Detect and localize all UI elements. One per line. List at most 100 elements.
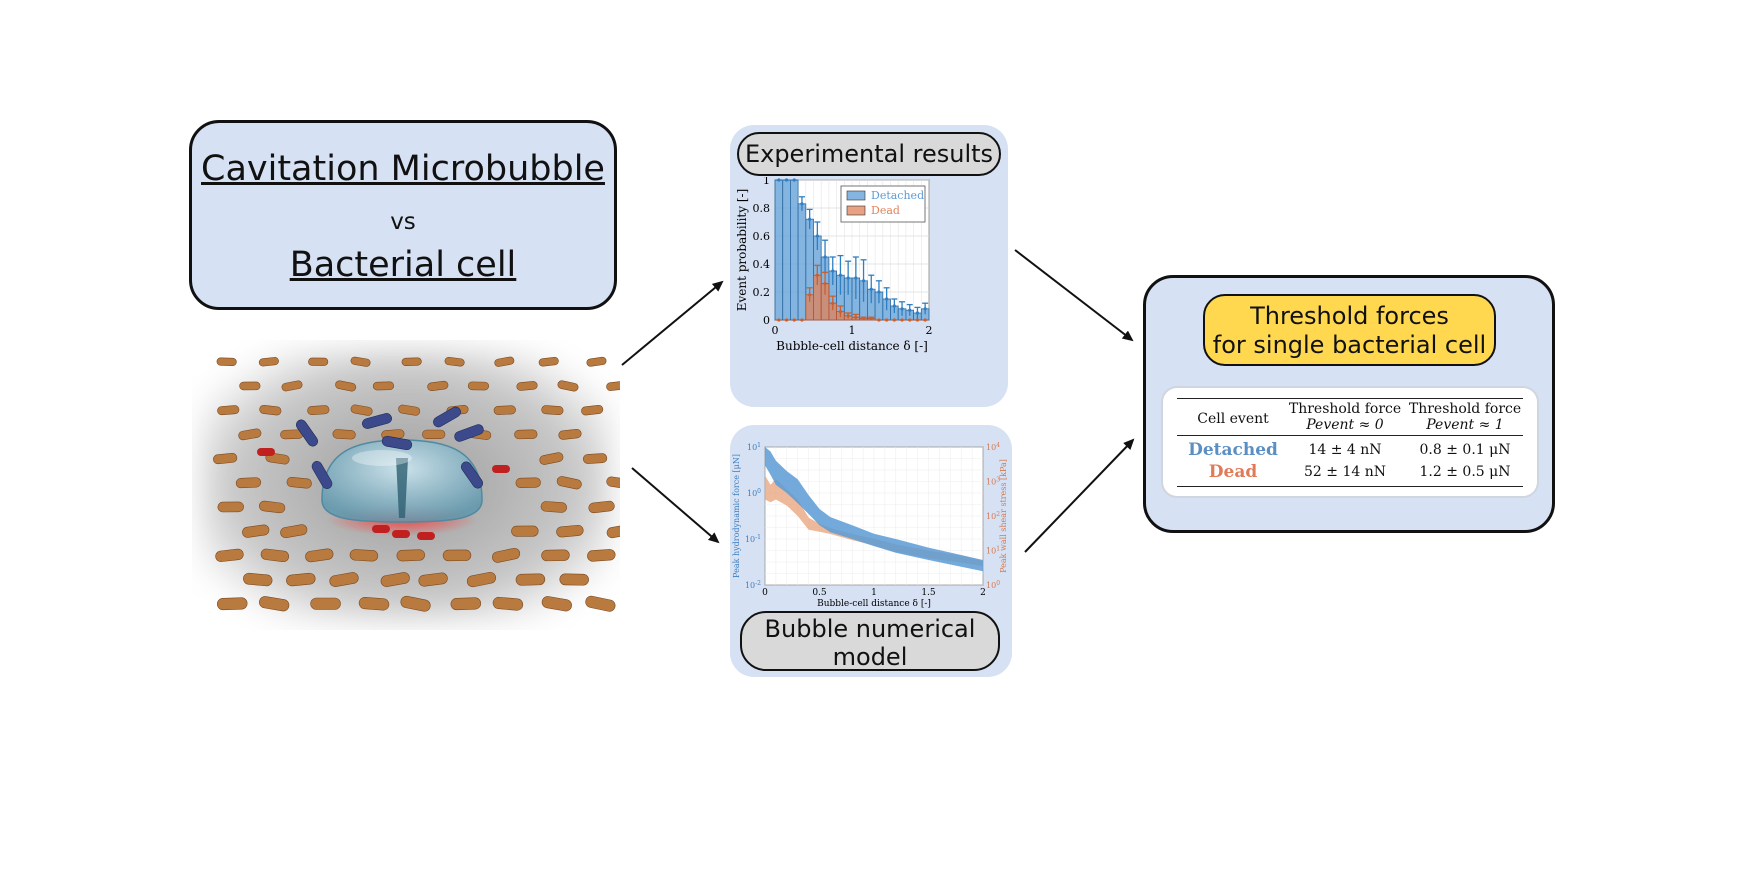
row-detached-p0: 14 ± 4 nN <box>1308 442 1382 458</box>
bacterium <box>349 549 379 562</box>
legend-swatch-dead <box>846 205 866 216</box>
bacterium <box>213 452 238 465</box>
y-right-tick-label: 101 <box>986 546 1000 556</box>
bacterium <box>467 381 490 391</box>
arrow-exp-to-results <box>1014 249 1134 342</box>
bubble-cell-illustration <box>200 348 620 622</box>
y-right-tick-label: 104 <box>986 442 1000 452</box>
bacterium <box>606 476 620 489</box>
bacterium <box>556 476 582 490</box>
title-box: Cavitation Microbubble vs Bacterial cell <box>189 120 617 310</box>
results-title-line1: Threshold forces <box>1250 302 1449 330</box>
data-point-detached <box>784 178 789 182</box>
bacterium <box>556 524 584 538</box>
numerical-label-text: Bubble numerical model <box>764 615 976 671</box>
x-tick-label: 1 <box>871 588 877 598</box>
table-rule-mid <box>1177 435 1523 436</box>
bacterium <box>492 596 524 611</box>
attached-bacteria <box>257 406 510 540</box>
bacterium <box>514 429 538 440</box>
data-point-detached <box>815 234 819 238</box>
data-point-dead <box>846 314 850 318</box>
data-point-dead <box>784 318 789 322</box>
data-point-dead <box>815 273 819 277</box>
data-point-dead <box>908 318 912 322</box>
row-detached-event: Detached <box>1188 440 1278 460</box>
data-point-dead <box>777 318 781 322</box>
bacterium <box>259 404 282 416</box>
bacterium <box>350 356 371 367</box>
data-point-dead <box>861 317 866 321</box>
x-tick-label: 1.5 <box>921 588 936 598</box>
bacterium <box>308 357 329 366</box>
bacterium <box>216 597 248 611</box>
bar-detached <box>782 179 791 321</box>
y-right-tick-exponent: 3 <box>996 477 1000 484</box>
y-tick-label: 1 <box>763 177 770 187</box>
row-dead-p0: 52 ± 14 nN <box>1304 464 1386 480</box>
bacterium <box>280 524 308 539</box>
data-point-detached <box>777 178 781 182</box>
x-axis-label: Bubble-cell distance δ [-] <box>817 599 931 609</box>
bacterium <box>398 404 421 416</box>
data-point-detached <box>846 276 850 280</box>
y-left-tick-label: 101 <box>747 442 761 452</box>
y-right-tick-label: 103 <box>986 477 1000 487</box>
legend-swatch-detached <box>846 190 866 201</box>
data-point-detached <box>923 307 927 311</box>
bacterium <box>493 405 516 415</box>
bacterium <box>559 573 589 586</box>
arrow-num-to-results <box>1024 438 1135 553</box>
data-point-dead <box>800 318 804 322</box>
data-point-dead <box>838 310 843 314</box>
title-line1: Cavitation Microbubble <box>201 149 605 189</box>
bacterium <box>259 596 290 612</box>
bacterium <box>606 380 620 391</box>
bubble-highlight <box>352 450 412 466</box>
numerical-label: Bubble numerical model <box>740 611 1000 671</box>
bacterium <box>444 356 465 367</box>
bacterium <box>259 500 286 514</box>
y-left-axis-label: Peak hydrodynamic force [μN] <box>732 454 741 578</box>
bacterium <box>587 549 616 562</box>
results-title: Threshold forces for single bacterial ce… <box>1203 294 1496 366</box>
bacterium <box>216 357 237 366</box>
attached-bacterium <box>454 424 484 442</box>
bar-detached <box>797 203 807 321</box>
y-left-tick-exponent: 1 <box>757 442 761 449</box>
bacterium <box>307 405 330 416</box>
y-left-tick-exponent: -2 <box>755 580 761 587</box>
bacterium <box>242 524 270 538</box>
bacterium <box>557 380 579 392</box>
x-tick-label: 0 <box>772 324 779 337</box>
bacterium <box>422 429 446 440</box>
bacterium <box>466 571 497 588</box>
header-p0-line2: Pevent ≈ 0 <box>1306 417 1384 433</box>
y-right-tick-exponent: 1 <box>996 546 1000 553</box>
bacterium <box>396 549 425 562</box>
data-point-dead <box>823 282 827 286</box>
bar-detached <box>790 179 799 321</box>
data-point-detached <box>808 217 812 221</box>
threshold-table: Cell event Threshold force Pevent ≈ 0 Th… <box>1163 388 1537 496</box>
x-axis-label: Bubble-cell distance δ [-] <box>776 339 928 353</box>
x-tick-label: 0 <box>762 588 768 598</box>
bacterium <box>286 476 312 489</box>
header-cell-event: Cell event <box>1197 411 1269 427</box>
bacterium <box>541 405 564 416</box>
bacterium <box>239 381 261 391</box>
bacterium <box>606 524 620 539</box>
data-point-detached <box>854 276 858 280</box>
dead-bacterium <box>492 465 510 473</box>
bacterium <box>538 357 559 367</box>
y-right-tick-label: 100 <box>986 580 1000 590</box>
header-p1-line2: Pevent ≈ 1 <box>1426 417 1504 433</box>
data-point-detached <box>838 273 843 277</box>
y-right-tick-exponent: 4 <box>996 442 1000 449</box>
attached-bacterium <box>295 419 319 447</box>
attached-bacterium <box>311 461 333 489</box>
bacterium <box>238 428 262 441</box>
